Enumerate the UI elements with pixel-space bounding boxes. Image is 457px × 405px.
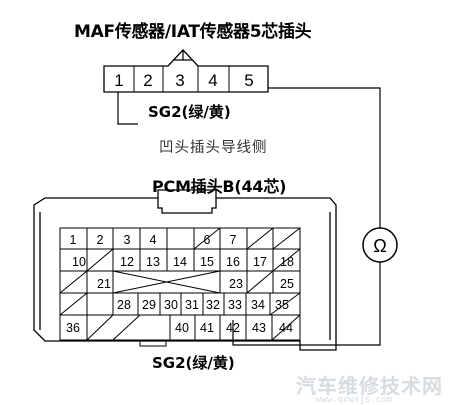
pcm-pin-29: 29	[142, 298, 156, 312]
pcm-pin-4: 4	[150, 233, 157, 247]
pcm-pin-12: 12	[120, 255, 134, 269]
pcm-pin-10: 10	[72, 255, 86, 269]
pcm-pin-33: 33	[228, 298, 242, 312]
pcm-pin-43: 43	[252, 321, 266, 335]
pcm-pin-15: 15	[200, 255, 214, 269]
pcm-pin-13: 13	[146, 255, 160, 269]
pcm-connector-title: PCM插头B(44芯)	[152, 177, 287, 196]
pcm-pin-25: 25	[280, 277, 294, 291]
pcm-wire-label: SG2(绿/黄)	[152, 354, 235, 372]
pcm-housing	[33, 197, 337, 351]
maf-pin-4: 4	[208, 71, 217, 90]
wires	[117, 80, 381, 346]
wire-to-meter-top	[257, 80, 381, 228]
pcm-pin-1: 1	[70, 233, 77, 247]
ohm-symbol: Ω	[373, 236, 386, 256]
ohmmeter[interactable]: Ω	[362, 227, 398, 263]
wire-maf-sg2	[117, 92, 138, 125]
pcm-pin-41: 41	[200, 321, 214, 335]
maf-pin-1: 1	[114, 71, 123, 90]
pcm-connector	[33, 189, 337, 351]
connector-view-note: 凹头插头导线侧	[159, 140, 268, 156]
pcm-latch	[157, 189, 217, 198]
pcm-pin-6: 6	[204, 233, 211, 247]
maf-wire-label: SG2(绿/黄)	[148, 103, 231, 121]
pcm-pin-16: 16	[226, 255, 240, 269]
pcm-pin-42: 42	[226, 321, 240, 335]
pcm-pin-40: 40	[175, 321, 189, 335]
watermark-url: www.qcwxjs.com	[316, 395, 392, 405]
pcm-pin-17: 17	[253, 255, 267, 269]
pcm-pin-31: 31	[185, 298, 199, 312]
maf-pin-3: 3	[175, 71, 184, 90]
maf-connector: 1 2 3 4 5	[103, 49, 269, 93]
maf-connector-body	[103, 49, 269, 93]
pcm-pin-3: 3	[124, 233, 131, 247]
maf-pin-5: 5	[244, 71, 253, 90]
pcm-pin-18: 18	[280, 255, 294, 269]
pcm-grid-frame	[59, 227, 301, 341]
watermark-text: 汽车维修技术网	[296, 374, 443, 398]
maf-connector-title: MAF传感器/IAT传感器5芯插头	[74, 22, 312, 42]
pcm-pin-34: 34	[251, 298, 265, 312]
pcm-pin-32: 32	[206, 298, 220, 312]
pcm-pin-28: 28	[117, 298, 131, 312]
pcm-pin-21: 21	[97, 277, 111, 291]
pcm-pin-44: 44	[279, 321, 293, 335]
pcm-pin-7: 7	[230, 233, 237, 247]
pcm-pin-23: 23	[229, 277, 243, 291]
wire-to-meter-bottom	[232, 262, 381, 346]
maf-pin-2: 2	[143, 71, 152, 90]
ohmmeter-circle	[362, 227, 398, 263]
pcm-pin-2: 2	[97, 233, 104, 247]
pcm-pin-14: 14	[173, 255, 187, 269]
pcm-pin-grid	[59, 227, 301, 347]
pcm-pin-labels: 1 2 3 4 6 7 10 12 13 14 15 16 17 18 21 2…	[66, 233, 294, 335]
pcm-pin-35: 35	[275, 298, 289, 312]
pcm-pin-30: 30	[164, 298, 178, 312]
pcm-pin-36: 36	[66, 321, 80, 335]
